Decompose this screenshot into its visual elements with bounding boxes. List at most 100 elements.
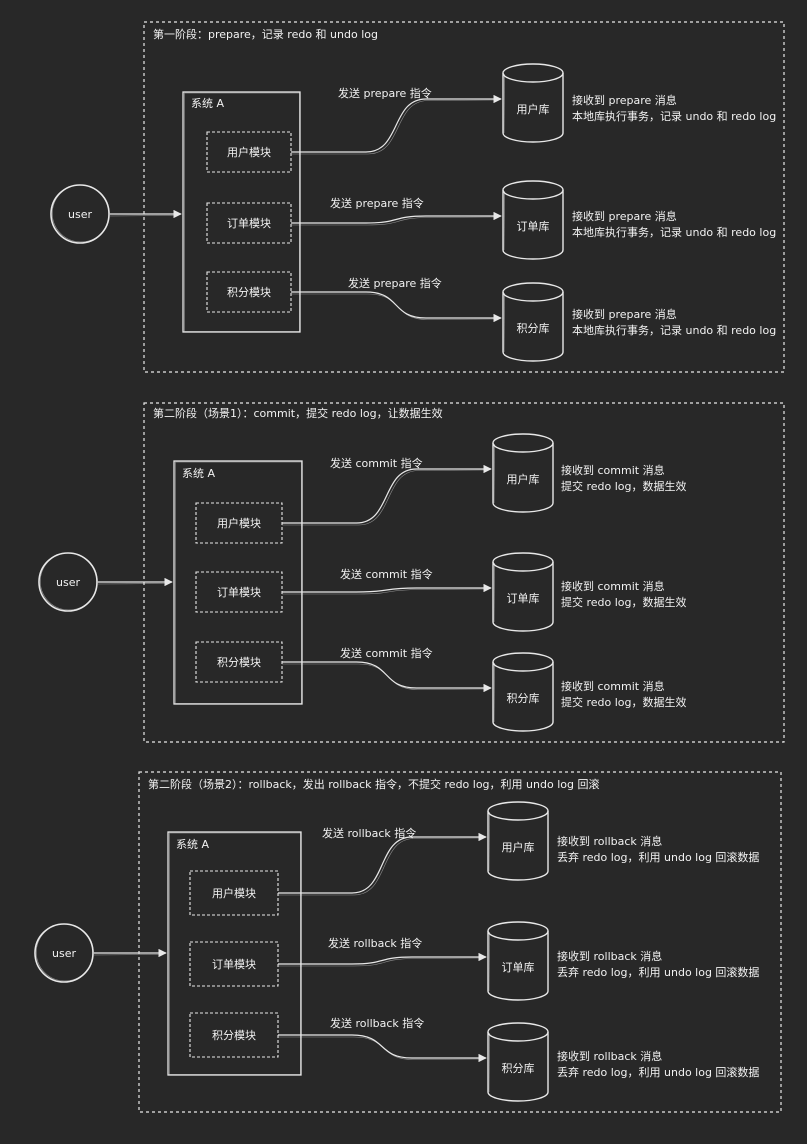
database-body xyxy=(487,811,549,881)
database-sketch xyxy=(488,1032,490,1093)
user-node-sketch xyxy=(36,923,94,982)
database-body xyxy=(492,662,554,732)
database-label: 积分库 xyxy=(507,692,540,705)
command-arrow xyxy=(278,952,487,965)
system-label: 系统 A xyxy=(191,97,224,110)
database-note-line-1: 接收到 rollback 消息 xyxy=(557,949,662,963)
database-note-line-2: 丢弃 redo log，利用 undo log 回滚数据 xyxy=(557,850,759,864)
database-label: 订单库 xyxy=(507,592,540,605)
database-label: 积分库 xyxy=(517,322,550,335)
user-label: user xyxy=(68,208,92,221)
database-body xyxy=(487,1032,549,1102)
database-note-line-2: 本地库执行事务，记录 undo 和 redo log xyxy=(572,225,776,239)
database-note-line-1: 接收到 commit 消息 xyxy=(561,579,665,593)
command-arrow-sketch xyxy=(282,663,488,690)
command-arrow-sketch xyxy=(278,1036,483,1060)
database-note-line-1: 接收到 commit 消息 xyxy=(561,679,665,693)
database-note-line-2: 丢弃 redo log，利用 undo log 回滚数据 xyxy=(557,965,759,979)
database-body xyxy=(492,562,554,632)
phase-frame xyxy=(143,402,785,743)
command-arrow-sketch xyxy=(282,469,488,526)
module-label: 订单模块 xyxy=(212,958,256,971)
module-label: 积分模块 xyxy=(217,656,261,669)
database-sketch xyxy=(493,662,495,723)
database-label: 订单库 xyxy=(517,220,550,233)
command-arrow xyxy=(278,832,487,894)
phase-title: 第二阶段（场景1）：commit，提交 redo log，让数据生效 xyxy=(153,406,443,420)
database-sketch xyxy=(493,443,495,504)
phase-title: 第二阶段（场景2）：rollback，发出 rollback 指令，不提交 re… xyxy=(148,777,599,791)
module-box xyxy=(206,271,292,313)
command-arrow-sketch xyxy=(291,293,498,320)
database-note-line-1: 接收到 rollback 消息 xyxy=(557,1049,662,1063)
system-box xyxy=(182,91,301,333)
module-label: 用户模块 xyxy=(217,516,261,530)
command-label: 发送 rollback 指令 xyxy=(322,826,416,840)
database-note-line-2: 本地库执行事务，记录 undo 和 redo log xyxy=(572,109,776,123)
phase-3: 第二阶段（场景2）：rollback，发出 rollback 指令，不提交 re… xyxy=(34,771,782,1113)
command-arrow-sketch xyxy=(278,957,483,967)
command-arrow-sketch xyxy=(278,837,483,896)
database-label: 订单库 xyxy=(502,961,535,974)
database-body xyxy=(502,292,564,362)
user-label: user xyxy=(56,576,80,589)
user-to-system-arrow-sketch xyxy=(93,954,163,956)
database-note-line-2: 提交 redo log，数据生效 xyxy=(561,595,687,609)
database-note-line-1: 接收到 prepare 消息 xyxy=(572,307,677,321)
command-arrow-sketch xyxy=(291,216,498,226)
database-note-line-2: 提交 redo log，数据生效 xyxy=(561,695,687,709)
command-label: 发送 commit 指令 xyxy=(340,646,433,660)
phase-frame xyxy=(138,771,782,1113)
database-note-line-1: 接收到 prepare 消息 xyxy=(572,93,677,107)
database-top xyxy=(502,63,564,83)
module-label: 积分模块 xyxy=(212,1029,256,1042)
database-note-line-1: 接收到 commit 消息 xyxy=(561,463,665,477)
system-box-sketch xyxy=(184,92,300,332)
database-top xyxy=(487,801,549,821)
user-node-sketch xyxy=(52,184,110,243)
module-label: 订单模块 xyxy=(227,217,271,230)
module-box xyxy=(206,131,292,173)
database-top xyxy=(492,552,554,572)
database-note-line-2: 本地库执行事务，记录 undo 和 redo log xyxy=(572,323,776,337)
phase-frame xyxy=(143,21,785,373)
database-body xyxy=(502,73,564,143)
database-top xyxy=(502,282,564,302)
database-body xyxy=(487,931,549,1001)
database-label: 用户库 xyxy=(502,840,535,854)
command-label: 发送 rollback 指令 xyxy=(328,936,422,950)
database-note-line-2: 提交 redo log，数据生效 xyxy=(561,479,687,493)
module-group-2: 订单模块订单库发送 prepare 指令接收到 prepare 消息本地库执行事… xyxy=(206,180,776,260)
module-group-2: 订单模块订单库发送 commit 指令接收到 commit 消息提交 redo … xyxy=(195,552,687,632)
database-sketch xyxy=(488,931,490,992)
database-top xyxy=(487,921,549,941)
command-label: 发送 commit 指令 xyxy=(330,456,423,470)
system-box-sketch xyxy=(169,832,301,1075)
command-label: 发送 prepare 指令 xyxy=(330,196,424,210)
database-label: 用户库 xyxy=(517,102,550,116)
module-label: 用户模块 xyxy=(227,145,271,159)
module-label: 用户模块 xyxy=(212,886,256,900)
user-node-sketch xyxy=(40,552,98,611)
command-arrow xyxy=(282,464,492,524)
command-label: 发送 prepare 指令 xyxy=(338,86,432,100)
module-box xyxy=(206,202,292,244)
database-sketch xyxy=(493,562,495,623)
module-label: 积分模块 xyxy=(227,286,271,299)
database-note-line-1: 接收到 rollback 消息 xyxy=(557,834,662,848)
database-label: 用户库 xyxy=(507,472,540,486)
system-box-sketch xyxy=(175,461,302,704)
database-sketch xyxy=(503,292,505,353)
command-arrow-sketch xyxy=(282,588,488,595)
command-arrow xyxy=(291,211,502,224)
system-box xyxy=(173,460,303,705)
system-label: 系统 A xyxy=(182,467,215,480)
command-arrow-sketch xyxy=(291,99,498,155)
